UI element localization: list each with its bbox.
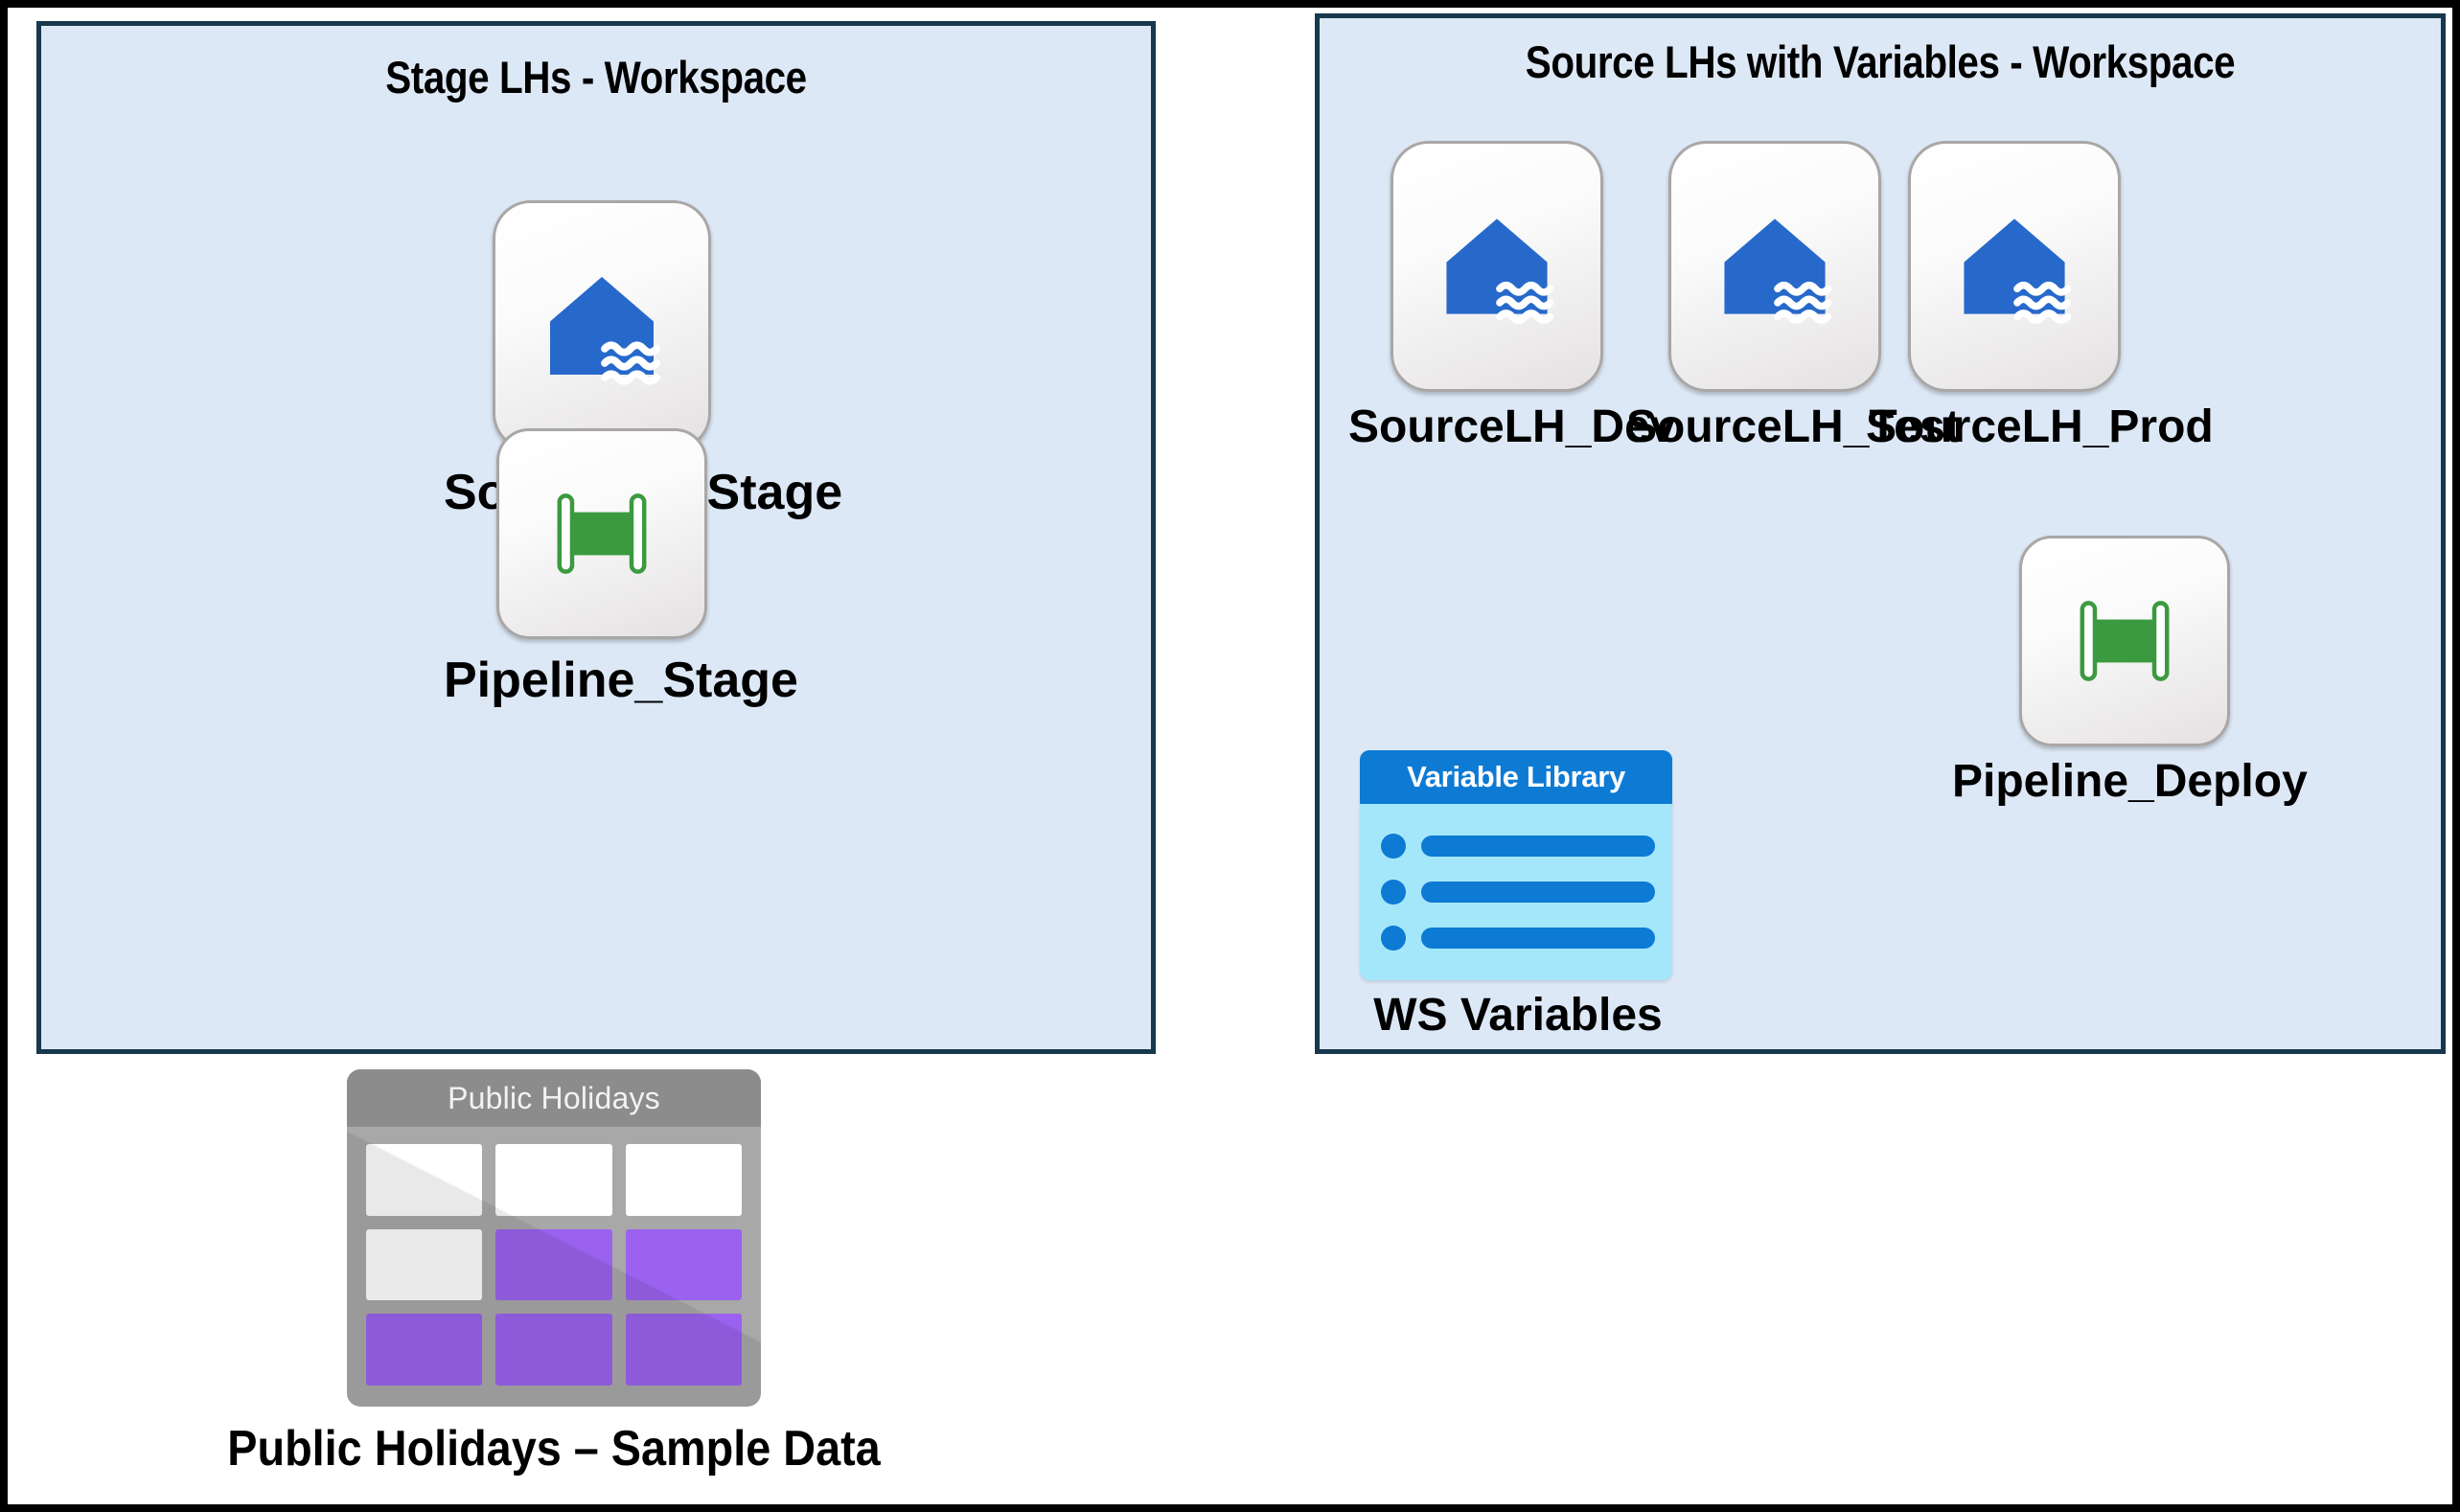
item-sourcelh-dev[interactable]: SourceLH_Dev	[1348, 141, 1676, 452]
table-cell	[625, 1144, 742, 1216]
lakehouse-icon[interactable]	[1668, 141, 1881, 392]
lakehouse-icon[interactable]	[493, 200, 711, 451]
lakehouse-glyph	[1446, 218, 1554, 324]
item-label: Pipeline_Stage	[444, 653, 798, 708]
table-cell	[366, 1228, 483, 1301]
workspace-source-title: Source LHs with Variables - Workspace	[1525, 36, 2236, 87]
item-sourcelh-prod[interactable]: SourceLH_Prod	[1866, 141, 2214, 452]
table-cell	[495, 1228, 612, 1301]
pipeline-glyph	[557, 493, 647, 574]
variable-bar	[1421, 928, 1655, 949]
pipeline-icon[interactable]	[2019, 536, 2230, 746]
lakehouse-glyph	[1724, 218, 1832, 324]
table-public-holidays[interactable]: Public Holidays Public Holidays – Sample…	[142, 1069, 966, 1478]
lakehouse-icon[interactable]	[1908, 141, 2121, 392]
lakehouse-glyph	[1964, 218, 2072, 324]
variable-bar	[1421, 882, 1655, 903]
item-pipeline-deploy[interactable]: Pipeline_Deploy	[1952, 536, 2308, 807]
pipeline-icon[interactable]	[496, 428, 707, 639]
variable-library-body	[1360, 804, 1672, 980]
item-label: Pipeline_Deploy	[1952, 756, 2308, 807]
variable-library-header: Variable Library	[1360, 750, 1672, 804]
item-label: SourceLH_Dev	[1348, 401, 1676, 452]
variable-library[interactable]: Variable Library	[1360, 750, 1676, 1040]
bullet-icon	[1381, 880, 1406, 905]
variable-library-label: WS Variables	[1373, 990, 1663, 1041]
workspace-stage[interactable]: Stage LHs - Workspace SourceLH_Stage	[36, 21, 1156, 1054]
workspace-source[interactable]: Source LHs with Variables - Workspace So…	[1315, 13, 2446, 1054]
table-icon[interactable]: Public Holidays	[347, 1069, 761, 1407]
workspace-stage-title: Stage LHs - Workspace	[385, 52, 807, 103]
variable-bar	[1421, 836, 1655, 857]
lakehouse-icon[interactable]	[1391, 141, 1603, 392]
table-cell	[625, 1314, 742, 1386]
variable-row	[1381, 834, 1655, 859]
variable-row	[1381, 880, 1655, 905]
table-cell	[366, 1314, 483, 1386]
item-label: SourceLH_Prod	[1866, 401, 2214, 452]
lakehouse-glyph	[550, 277, 660, 385]
bullet-icon	[1381, 834, 1406, 859]
item-pipeline-stage[interactable]: Pipeline_Stage	[444, 428, 798, 708]
table-header: Public Holidays	[347, 1069, 761, 1127]
bullet-icon	[1381, 926, 1406, 951]
item-label: SourceLH_Test	[1626, 401, 1961, 452]
pipeline-glyph	[2080, 601, 2170, 681]
table-grid	[347, 1127, 761, 1407]
item-sourcelh-test[interactable]: SourceLH_Test	[1626, 141, 1961, 452]
table-cell	[366, 1144, 483, 1216]
table-caption: Public Holidays – Sample Data	[227, 1421, 881, 1477]
variable-row	[1381, 926, 1655, 951]
table-cell	[625, 1228, 742, 1301]
variable-library-card[interactable]: Variable Library	[1360, 750, 1672, 980]
diagram-page: Stage LHs - Workspace SourceLH_Stage	[8, 8, 2452, 1504]
table-cell	[495, 1144, 612, 1216]
table-cell	[495, 1314, 612, 1386]
